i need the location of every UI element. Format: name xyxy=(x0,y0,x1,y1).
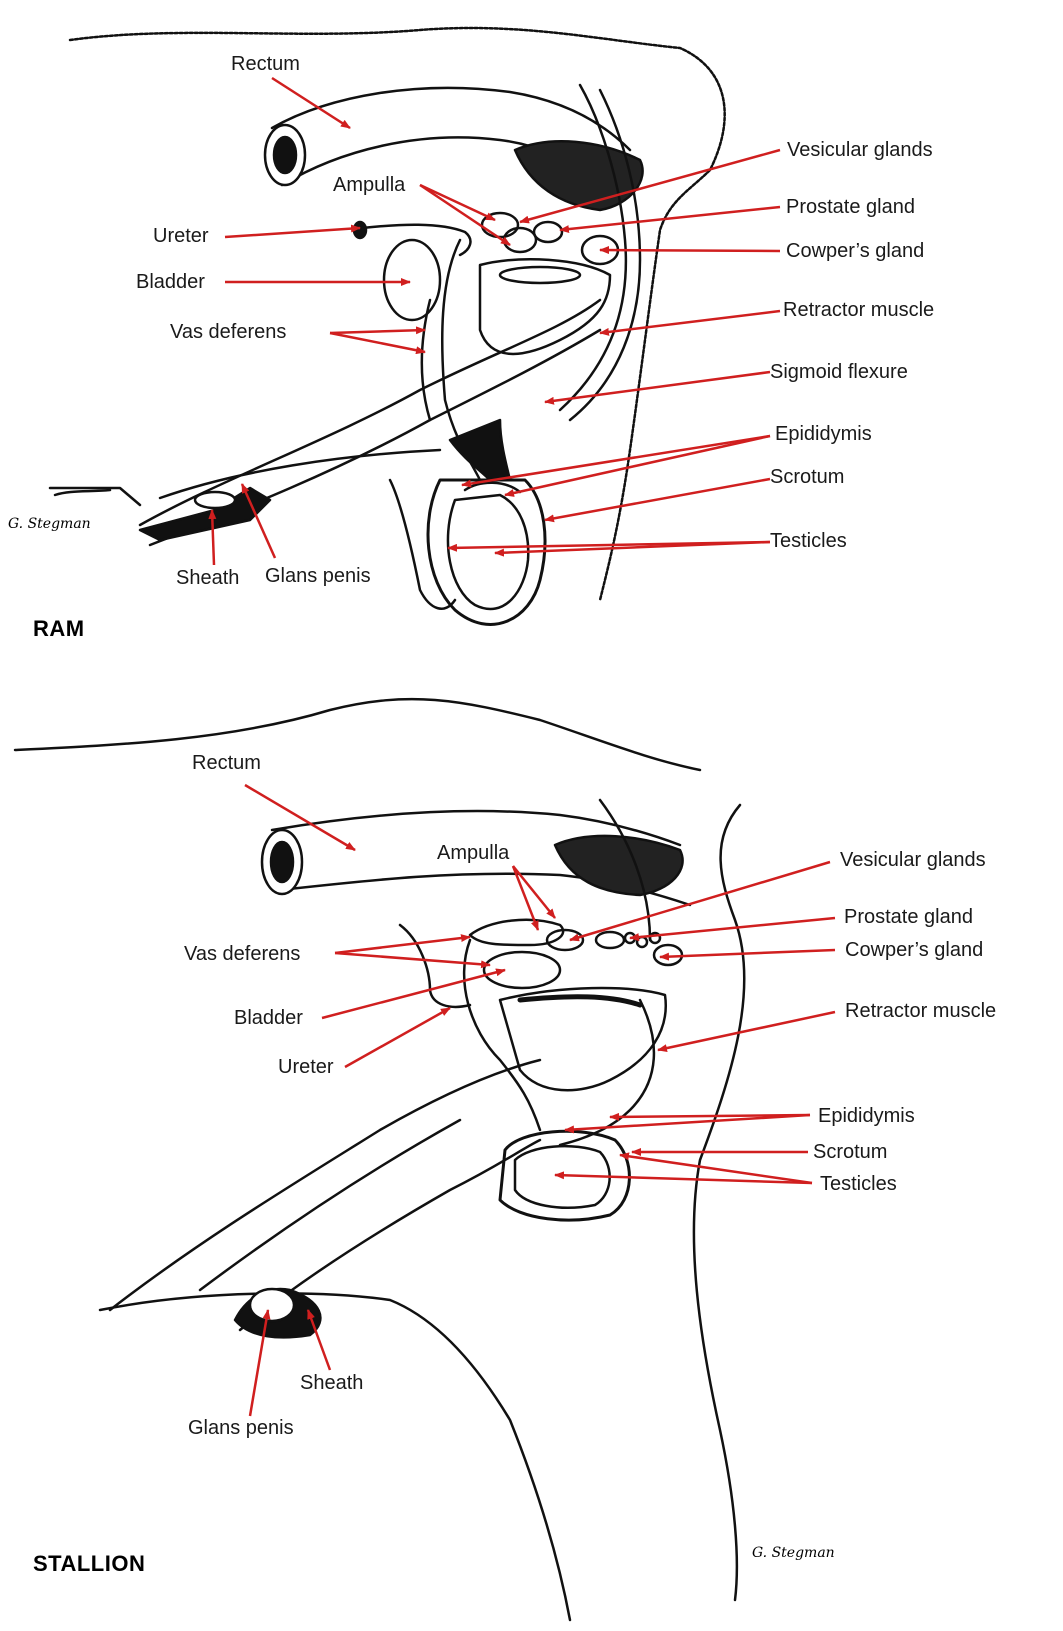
ram-label-vas-deferens: Vas deferens xyxy=(170,320,286,344)
ram-label-retractor-muscle: Retractor muscle xyxy=(783,298,934,322)
ram-arrow-ureter xyxy=(225,228,360,237)
ram-arrow-vas-2 xyxy=(330,333,425,352)
stallion-arrow-vas-1 xyxy=(335,937,470,953)
ram-title: RAM xyxy=(33,616,85,642)
stallion-label-prostate-gland: Prostate gland xyxy=(844,905,973,929)
stallion-label-bladder: Bladder xyxy=(234,1006,303,1030)
ram-bladder xyxy=(384,240,440,320)
stallion-leg-outline xyxy=(694,805,744,1600)
ram-arrow-vas-1 xyxy=(330,330,425,333)
ram-label-sheath: Sheath xyxy=(176,566,239,590)
stallion-label-ampulla: Ampulla xyxy=(437,841,509,865)
ram-label-glans-penis: Glans penis xyxy=(265,564,371,588)
stallion-signature: G. Stegman xyxy=(752,1545,835,1561)
stallion-label-vesicular-glands: Vesicular glands xyxy=(840,848,986,872)
stallion-arrow-bladder xyxy=(322,970,505,1018)
stallion-label-rectum: Rectum xyxy=(192,751,261,775)
stallion-label-sheath: Sheath xyxy=(300,1371,363,1395)
stallion-label-cowpers-gland: Cowper’s gland xyxy=(845,938,983,962)
stallion-back-outline xyxy=(15,699,700,770)
ram-drawing xyxy=(50,28,725,624)
stallion-arrow-prostate xyxy=(630,918,835,938)
stallion-drawing xyxy=(15,699,744,1620)
stallion-penis-upper xyxy=(110,1060,540,1310)
stallion-arrow-rectum xyxy=(245,785,355,850)
stallion-glans xyxy=(250,1289,294,1321)
ram-label-prostate-gland: Prostate gland xyxy=(786,195,915,219)
stallion-arrow-ureter xyxy=(345,1008,450,1067)
ram-label-bladder: Bladder xyxy=(136,270,205,294)
stallion-label-scrotum: Scrotum xyxy=(813,1140,887,1164)
ram-label-sigmoid-flexure: Sigmoid flexure xyxy=(770,360,908,384)
ram-label-cowpers-gland: Cowper’s gland xyxy=(786,239,924,263)
stallion-ampulla xyxy=(470,920,563,945)
stallion-label-ureter: Ureter xyxy=(278,1055,334,1079)
ram-arrow-ampulla-1 xyxy=(420,185,495,220)
stallion-bladder xyxy=(484,952,560,988)
stallion-arrow-retractor xyxy=(658,1012,835,1050)
stallion-label-retractor-muscle: Retractor muscle xyxy=(845,999,996,1023)
ram-label-ampulla: Ampulla xyxy=(333,173,405,197)
ram-glans xyxy=(195,492,235,508)
ram-signature: G. Stegman xyxy=(8,516,91,532)
ram-label-rectum: Rectum xyxy=(231,52,300,76)
ram-arrow-retractor xyxy=(600,311,780,333)
ram-arrow-sigmoid xyxy=(545,372,770,402)
ram-label-vesicular-glands: Vesicular glands xyxy=(787,138,933,162)
ram-label-scrotum: Scrotum xyxy=(770,465,844,489)
stallion-title: STALLION xyxy=(33,1551,145,1577)
stallion-label-epididymis: Epididymis xyxy=(818,1104,915,1128)
ram-label-testicles: Testicles xyxy=(770,529,847,553)
stallion-label-glans-penis: Glans penis xyxy=(188,1416,294,1440)
stallion-label-testicles: Testicles xyxy=(820,1172,897,1196)
ram-label-epididymis: Epididymis xyxy=(775,422,872,446)
stallion-label-vas-deferens: Vas deferens xyxy=(184,942,300,966)
ram-label-ureter: Ureter xyxy=(153,224,209,248)
ram-arrow-scrotum xyxy=(545,479,770,520)
stallion-arrows xyxy=(245,785,835,1416)
stallion-vas-deferens xyxy=(464,940,540,1130)
ram-arrow-ampulla-2 xyxy=(420,185,510,245)
stallion-retractor xyxy=(560,1000,654,1145)
stallion-belly-outline xyxy=(100,1293,570,1620)
ram-arrow-cowpers xyxy=(600,250,780,251)
stallion-arrow-cowpers xyxy=(660,950,835,957)
ram-arrow-epididymis-1 xyxy=(462,436,770,485)
